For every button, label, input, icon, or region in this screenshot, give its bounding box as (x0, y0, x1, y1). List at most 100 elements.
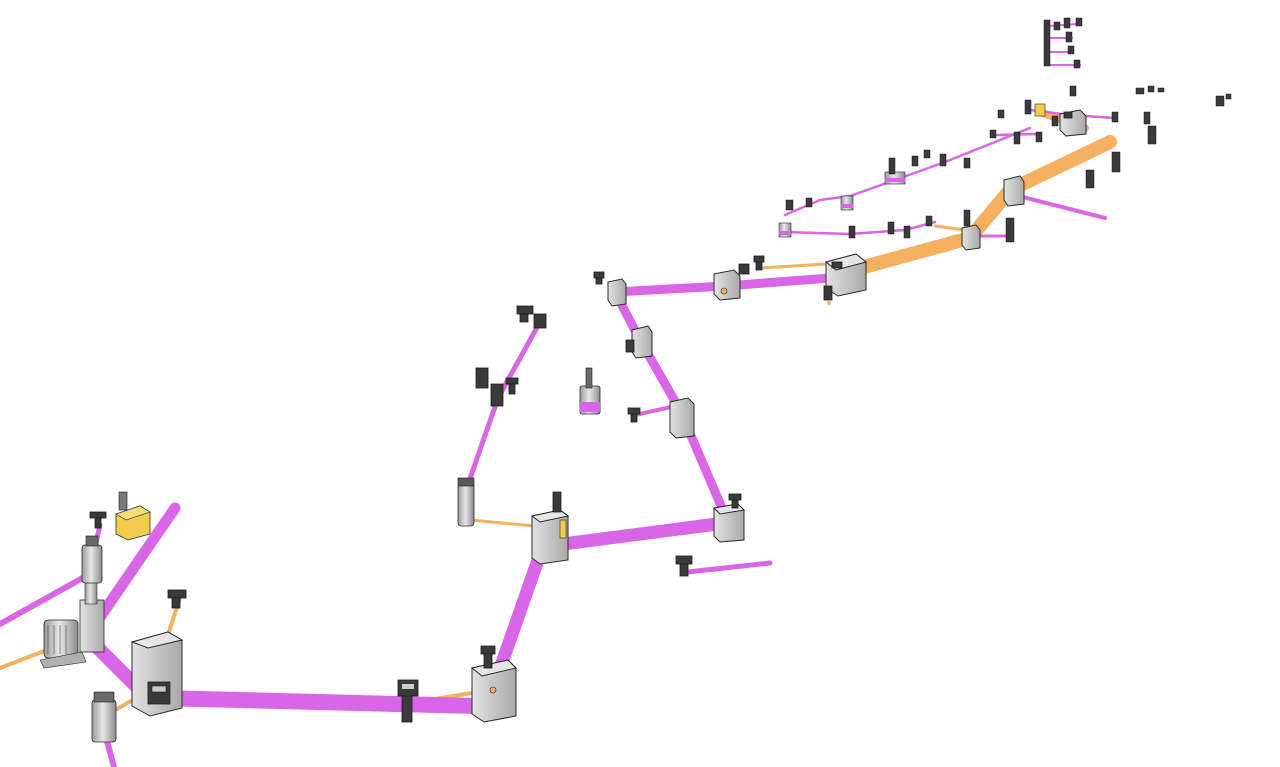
junction-box-icon[interactable] (712, 503, 746, 543)
valve-icon[interactable] (753, 255, 765, 271)
valve-icon[interactable] (505, 377, 519, 395)
pump-icon[interactable] (91, 691, 117, 743)
tank-icon[interactable] (884, 171, 906, 185)
junction-box-icon[interactable] (130, 631, 184, 717)
sprinkler-head-icon[interactable] (1111, 111, 1119, 123)
sprinkler-head-icon[interactable] (887, 221, 895, 235)
valve-icon[interactable] (490, 383, 504, 407)
pipe-orange-feed[interactable] (758, 262, 828, 270)
junction-box-icon[interactable] (470, 659, 517, 723)
tank-icon[interactable] (840, 195, 854, 211)
sprinkler-head-icon[interactable] (963, 209, 971, 227)
sprinkler-head-icon[interactable] (1035, 131, 1043, 143)
sprinkler-head-icon[interactable] (923, 149, 931, 159)
sprinkler-head-icon[interactable] (939, 153, 947, 167)
valve-icon[interactable] (625, 339, 635, 353)
sprinkler-head-icon[interactable] (1067, 45, 1075, 55)
pipe-west-diag[interactable] (92, 502, 181, 626)
sprinkler-head-icon[interactable] (911, 155, 919, 167)
pipe-orange-mid[interactable] (468, 518, 537, 528)
sprinkler-head-icon[interactable] (888, 157, 896, 175)
sprinkler-head-icon[interactable] (925, 215, 933, 227)
sprinkler-head-icon[interactable] (1215, 95, 1225, 107)
sprinkler-heads (785, 17, 1232, 243)
sprinkler-head-icon[interactable] (1147, 85, 1155, 93)
valve-icon[interactable] (627, 407, 641, 423)
tank-icon[interactable] (115, 491, 151, 541)
valve-icon[interactable] (516, 305, 534, 323)
valve-icon[interactable] (823, 285, 833, 301)
tank-icon[interactable] (778, 222, 792, 238)
pipe-orange-trunk[interactable] (853, 135, 1117, 275)
valve-icon[interactable] (475, 367, 489, 389)
sprinkler-head-icon[interactable] (785, 199, 794, 211)
sprinkler-head-icon[interactable] (1024, 99, 1032, 115)
junction-box-icon[interactable] (961, 224, 981, 251)
valve-icon[interactable] (89, 511, 107, 529)
sprinkler-head-icon[interactable] (1065, 31, 1073, 43)
valve-icon[interactable] (167, 589, 187, 609)
sprinkler-head-icon[interactable] (848, 225, 856, 239)
junction-box-icon[interactable] (824, 253, 868, 305)
pipe-main-south[interactable] (150, 690, 486, 714)
sprinkler-head-icon[interactable] (1111, 151, 1121, 173)
sprinkler-head-icon[interactable] (1085, 169, 1095, 189)
junction-box-icon[interactable] (1059, 109, 1087, 137)
sprinkler-head-icon[interactable] (1051, 115, 1059, 127)
pipe-orange-east[interactable] (933, 224, 967, 232)
sprinkler-head-icon[interactable] (1157, 87, 1165, 93)
valve-icon[interactable] (533, 313, 547, 329)
sprinkler-head-icon[interactable] (1075, 17, 1083, 27)
sprinkler-head-icon[interactable] (1063, 17, 1071, 29)
tank-icon[interactable] (579, 367, 601, 415)
pipe-west-long[interactable] (0, 572, 91, 627)
valve-icon[interactable] (593, 271, 605, 285)
sprinkler-head-icon[interactable] (1135, 87, 1145, 95)
valve-icon[interactable] (480, 645, 496, 669)
junction-box-icon[interactable] (530, 509, 570, 565)
pipe-east-loop-2[interactable] (783, 220, 937, 236)
pumps (39, 171, 906, 743)
pump-icon[interactable] (39, 619, 87, 669)
valves (89, 255, 833, 723)
pipe-main-riser[interactable] (489, 533, 552, 687)
junction-box-icon[interactable] (631, 325, 653, 359)
sprinkler-head-icon[interactable] (903, 225, 911, 239)
sprinkler-head-icon[interactable] (1147, 125, 1157, 145)
sprinkler-head-icon[interactable] (1005, 217, 1015, 243)
sprinkler-head-icon[interactable] (1225, 93, 1232, 100)
sprinkler-head-icon[interactable] (1073, 59, 1081, 69)
pipe-orange-west-1[interactable] (0, 646, 54, 670)
junction-box-icon[interactable] (713, 269, 741, 301)
sprinkler-head-icon[interactable] (805, 197, 813, 208)
pump-icon[interactable] (79, 581, 105, 653)
junction-box-icon[interactable] (1003, 175, 1025, 207)
sprinkler-head-icon[interactable] (1143, 111, 1151, 125)
sprinkler-head-icon[interactable] (963, 157, 971, 169)
valve-icon[interactable] (738, 263, 750, 275)
junction-box-icon[interactable] (607, 278, 627, 307)
secondary-pipes (0, 108, 1117, 714)
pipe-main-mid[interactable] (548, 516, 732, 552)
valve-icon[interactable] (397, 679, 419, 723)
valve-icon[interactable] (552, 491, 562, 513)
sprinkler-head-icon[interactable] (989, 129, 997, 139)
junction-boxes (130, 109, 1087, 723)
sprinkler-head-icon[interactable] (1013, 131, 1021, 145)
pump-icon[interactable] (81, 535, 103, 584)
pipe-east-tail[interactable] (1013, 193, 1107, 220)
junction-box-icon[interactable] (669, 397, 695, 439)
pipe-far-north-1[interactable] (1047, 23, 1079, 27)
valve-icon[interactable] (728, 493, 742, 509)
sprinkler-head-icon[interactable] (997, 109, 1005, 119)
valve-icon[interactable] (675, 555, 693, 577)
sprinkler-head-icon[interactable] (1053, 21, 1061, 31)
pump-icon[interactable] (457, 477, 475, 527)
sprinkler-head-icon[interactable] (1043, 19, 1051, 67)
sprinkler-head-icon[interactable] (1069, 85, 1077, 97)
tank-icon[interactable] (1034, 103, 1046, 117)
pipe-branch-south-east[interactable] (685, 560, 773, 575)
pipe-main-diag[interactable] (610, 287, 730, 520)
